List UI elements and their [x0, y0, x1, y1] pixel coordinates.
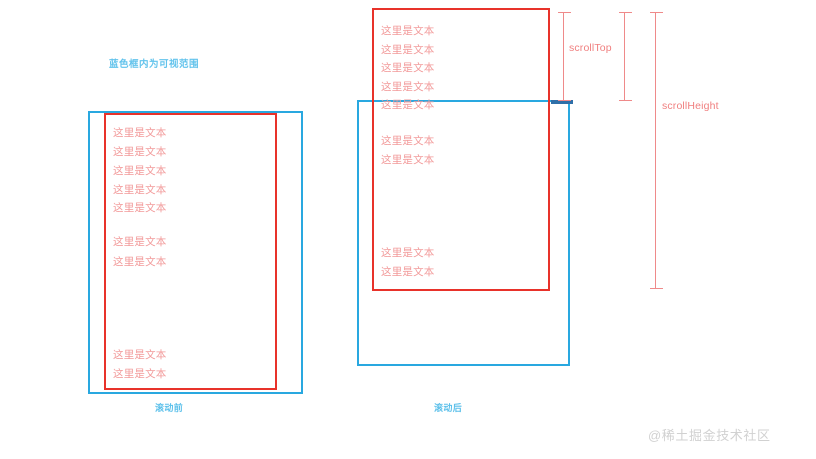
content-box-after [372, 8, 550, 291]
panel-caption-after: 滚动后 [434, 403, 463, 413]
measure-cap-bottom [619, 100, 632, 101]
text-line: 这里是文本 [381, 81, 435, 93]
text-line: 这里是文本 [113, 127, 167, 139]
scroll-height-label: scrollHeight [662, 100, 719, 112]
text-line: 这里是文本 [381, 62, 435, 74]
measure-cap-bottom [558, 100, 571, 101]
scroll-top-measure-right-rule [619, 12, 632, 101]
text-line: 这里是文本 [113, 165, 167, 177]
viewport-box-after [357, 100, 570, 366]
text-line: 这里是文本 [381, 154, 435, 166]
text-line: 这里是文本 [113, 236, 167, 248]
text-line: 这里是文本 [113, 184, 167, 196]
scroll-top-label: scrollTop [569, 42, 612, 54]
text-line: 这里是文本 [113, 146, 167, 158]
text-line: 这里是文本 [381, 266, 435, 278]
scroll-top-measure-left-rule [558, 12, 571, 101]
measure-cap-bottom [650, 288, 663, 289]
text-line: 这里是文本 [113, 256, 167, 268]
visible-range-note: 蓝色框内为可视范围 [109, 59, 200, 70]
scroll-height-measure-rule [650, 12, 663, 289]
measure-cap-top [558, 12, 571, 13]
text-line: 这里是文本 [113, 349, 167, 361]
content-box-before [104, 113, 277, 390]
text-line: 这里是文本 [381, 44, 435, 56]
text-line: 这里是文本 [113, 202, 167, 214]
viewport-box-before [88, 111, 303, 394]
text-line: 这里是文本 [381, 99, 435, 111]
text-line: 这里是文本 [381, 25, 435, 37]
watermark: @稀土掘金技术社区 [648, 428, 771, 443]
panel-caption-before: 滚动前 [155, 403, 184, 413]
measure-cap-top [650, 12, 663, 13]
text-line: 这里是文本 [113, 368, 167, 380]
text-line: 这里是文本 [381, 135, 435, 147]
measure-cap-top [619, 12, 632, 13]
viewport-top-edge-marker [551, 100, 573, 104]
text-line: 这里是文本 [381, 247, 435, 259]
